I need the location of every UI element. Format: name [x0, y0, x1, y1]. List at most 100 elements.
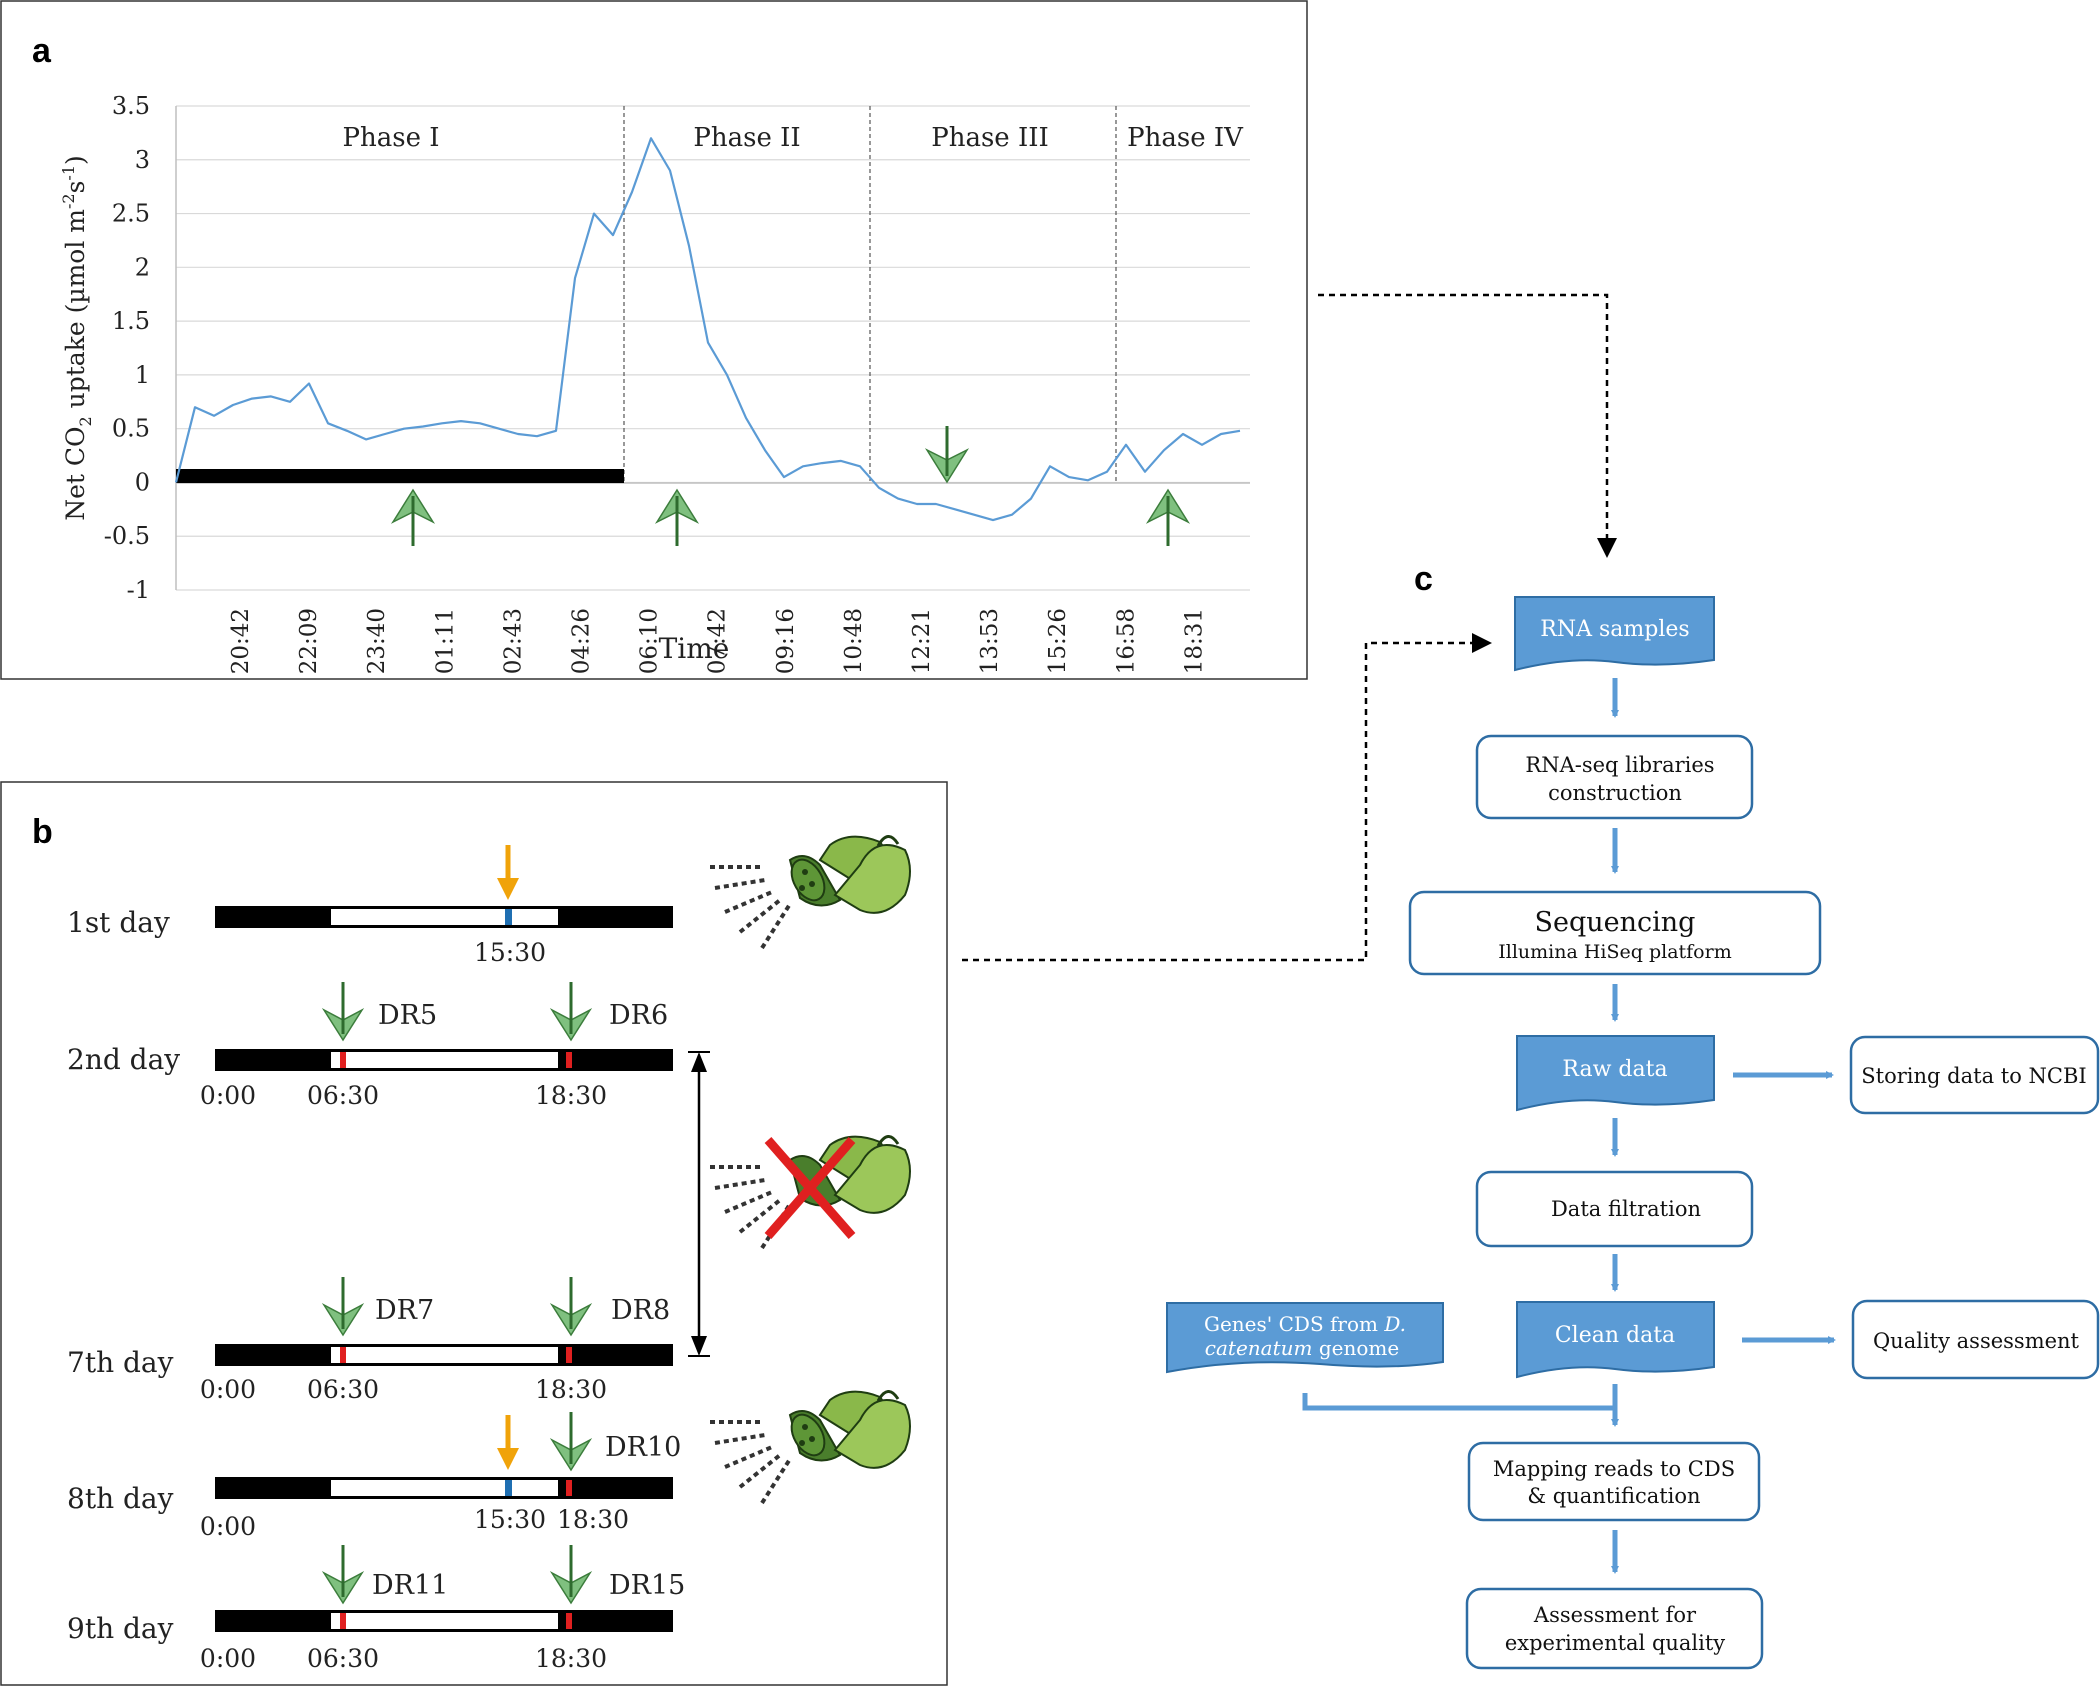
sampling-mark [340, 1347, 346, 1363]
libraries-label-2: construction [1548, 781, 1682, 805]
y-tick-label: -1 [127, 576, 150, 604]
sample-tag: DR6 [609, 1000, 668, 1031]
assessment-label-1: Assessment for [1533, 1603, 1697, 1627]
sampling-arrow [549, 1412, 593, 1472]
time-label: 06:30 [307, 1081, 379, 1110]
chart-gridlines [176, 105, 1250, 591]
time-label: 18:30 [535, 1081, 607, 1110]
sampling-arrow-up-1 [390, 488, 436, 546]
connector-a-to-c [1318, 293, 1609, 548]
mapping-label-2: & quantification [1527, 1484, 1700, 1508]
phase-label-1: Phase I [342, 123, 439, 153]
time-label: 18:30 [535, 1644, 607, 1673]
y-tick-label: 0.5 [112, 415, 150, 443]
raw-data-label: Raw data [1562, 1057, 1667, 1082]
rna-samples-node [1514, 596, 1715, 672]
sampling-mark [566, 1480, 572, 1496]
sampling-arrow [321, 982, 365, 1042]
rna-samples-label: RNA samples [1540, 617, 1689, 642]
sequencing-label-2: Illumina HiSeq platform [1498, 941, 1731, 963]
irrigation-arrow [497, 1415, 519, 1470]
phase-label-2: Phase II [693, 123, 800, 153]
time-label: 0:00 [200, 1375, 256, 1404]
x-tick-label: 22:09 [296, 608, 322, 674]
irrigation-mark [505, 909, 512, 925]
day-label-7: 7th day [67, 1346, 174, 1379]
time-label: 06:30 [307, 1644, 379, 1673]
connector-b-to-c [962, 641, 1480, 962]
libraries-label-1: RNA-seq libraries [1525, 753, 1714, 777]
phase-label-4: Phase IV [1127, 123, 1244, 153]
y-tick-label: 3.5 [112, 92, 150, 120]
sampling-arrow [549, 1545, 593, 1605]
panel-c-label: c [1414, 560, 1433, 598]
sample-tag: DR15 [609, 1570, 685, 1601]
x-tick-label: 01:11 [432, 608, 458, 674]
x-tick-label: 20:42 [228, 608, 254, 674]
sampling-arrow-down [924, 426, 970, 484]
timeline-day-9: 9th day DR11 DR15 0:00 06:30 18:30 [67, 1545, 685, 1673]
y-tick-label: 2.5 [112, 200, 150, 228]
sampling-arrow-up-2 [654, 488, 700, 546]
storing-node [1849, 1035, 2100, 1115]
y-tick-labels: 3.532.521.510.50-0.5-1 [104, 92, 150, 604]
flow-arrows [1302, 678, 1836, 1574]
sample-tag: DR7 [375, 1295, 434, 1326]
assessment-label-2: experimental quality [1505, 1631, 1725, 1655]
x-tick-label: 02:43 [500, 608, 526, 674]
sampling-arrow [549, 982, 593, 1042]
time-label: 15:30 [474, 938, 546, 967]
sampling-arrow [549, 1277, 593, 1337]
filtration-label: Data filtration [1551, 1197, 1701, 1221]
time-label: 0:00 [200, 1644, 256, 1673]
day-label-9: 9th day [67, 1612, 174, 1645]
sampling-arrow-up-3 [1145, 488, 1191, 546]
x-axis-label: Time [659, 632, 730, 665]
x-tick-label: 10:48 [841, 608, 867, 674]
mapping-label-1: Mapping reads to CDS [1493, 1457, 1735, 1481]
timeline-day-2: 2nd day DR5 DR6 0:00 06:30 18:30 [67, 982, 673, 1110]
phase-label-3: Phase III [931, 123, 1049, 153]
x-tick-label: 12:21 [909, 608, 935, 674]
sampling-arrow [321, 1277, 365, 1337]
connector-b-arrowhead [1472, 633, 1492, 653]
irrigation-arrow [497, 845, 519, 900]
timeline-day-8: 8th day DR10 0:00 15:30 18:30 [67, 1390, 911, 1541]
raw-data-node [1516, 1035, 1715, 1112]
watering-can-icon [710, 1390, 911, 1505]
time-label: 06:30 [307, 1375, 379, 1404]
no-watering-icon [710, 1135, 911, 1250]
sampling-arrow [321, 1545, 365, 1605]
co2-uptake-line [174, 137, 1241, 522]
clean-data-label: Clean data [1555, 1323, 1675, 1348]
timeline-day-7: 7th day DR7 DR8 0:00 06:30 18:30 [67, 1277, 673, 1404]
y-tick-label: 3 [135, 146, 150, 174]
time-label: 0:00 [200, 1512, 256, 1541]
libraries-node [1475, 734, 1754, 820]
time-label: 18:30 [557, 1505, 629, 1534]
sampling-mark [340, 1613, 346, 1629]
mapping-node [1467, 1441, 1761, 1522]
panel-b-label: b [32, 813, 53, 851]
quality-node [1851, 1299, 2100, 1380]
quality-label: Quality assessment [1873, 1329, 2080, 1353]
drought-period-arrow [688, 1051, 710, 1357]
panel-b-frame [0, 781, 948, 1686]
sample-tag: DR8 [611, 1295, 670, 1326]
time-label: 0:00 [200, 1081, 256, 1110]
sampling-mark [566, 1347, 572, 1363]
dark-period-bar [176, 469, 624, 483]
y-tick-label: 0 [135, 468, 150, 496]
sequencing-label-1: Sequencing [1535, 907, 1696, 938]
sequencing-node [1408, 890, 1822, 976]
time-label: 18:30 [535, 1375, 607, 1404]
y-tick-label: 1.5 [112, 307, 150, 335]
sample-tag: DR10 [605, 1432, 681, 1463]
x-tick-label: 15:26 [1045, 608, 1071, 674]
x-tick-label: 07:42 [705, 608, 731, 674]
day-label-1: 1st day [67, 906, 170, 939]
y-axis-label: Net CO2 uptake (µmol m-2s-1) [59, 155, 95, 521]
clean-data-node [1516, 1301, 1715, 1379]
